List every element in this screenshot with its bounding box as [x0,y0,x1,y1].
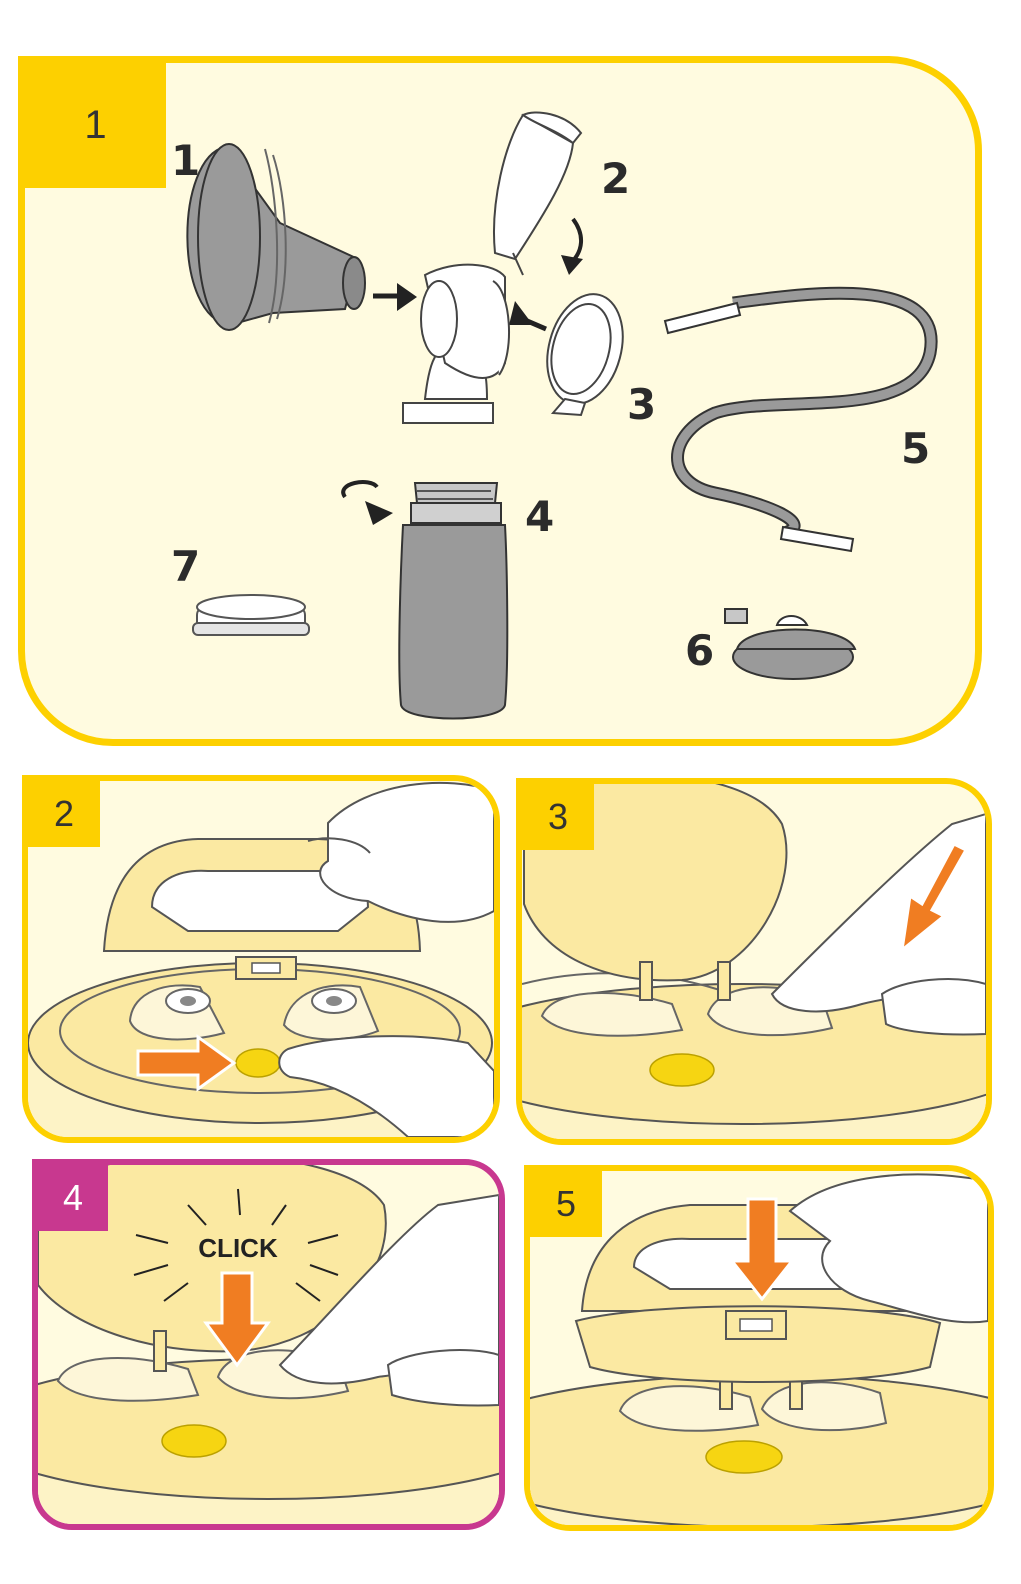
part-label-1: 1 [171,136,200,185]
step-number-badge: 4 [38,1165,108,1231]
membrane-cap-icon [724,608,857,680]
part-label-2: 2 [601,154,630,203]
step-number-badge: 2 [28,781,100,847]
step-number: 4 [62,1177,84,1218]
click-burst-icon [133,1188,339,1302]
part-label-5: 5 [901,424,930,473]
bottle-icon [398,482,509,720]
step-4-illustration: CLICK [38,1165,499,1524]
parts-diagram: 1 2 3 4 5 6 7 [171,111,938,720]
part-label-3: 3 [627,380,656,429]
step-3-panel: 3 [516,778,992,1145]
step-2-panel: 2 [22,775,500,1143]
step-number: 3 [547,796,569,837]
valve-head-icon [402,111,583,424]
step-number: 1 [84,103,107,147]
step-number-badge: 5 [530,1171,602,1237]
step-number-badge: 3 [522,784,594,850]
step-number-badge: 1 [25,63,166,188]
step-1-panel: 1 2 3 4 5 6 7 1 [18,56,982,746]
step-number: 2 [53,793,75,834]
click-text: CLICK [198,1233,278,1263]
step-5-illustration [530,1173,988,1525]
bottle-lid-icon [192,594,310,636]
step-4-panel: CLICK 4 [32,1159,505,1530]
step-5-panel: 5 [524,1165,994,1531]
part-label-6: 6 [685,626,714,675]
valve-membrane-icon [546,293,624,417]
tubing-icon [663,286,938,553]
step-2-illustration [28,781,494,1137]
breast-shield-icon [186,143,366,331]
step-number: 5 [555,1183,577,1224]
part-label-4: 4 [525,492,554,541]
part-label-7: 7 [171,542,200,591]
